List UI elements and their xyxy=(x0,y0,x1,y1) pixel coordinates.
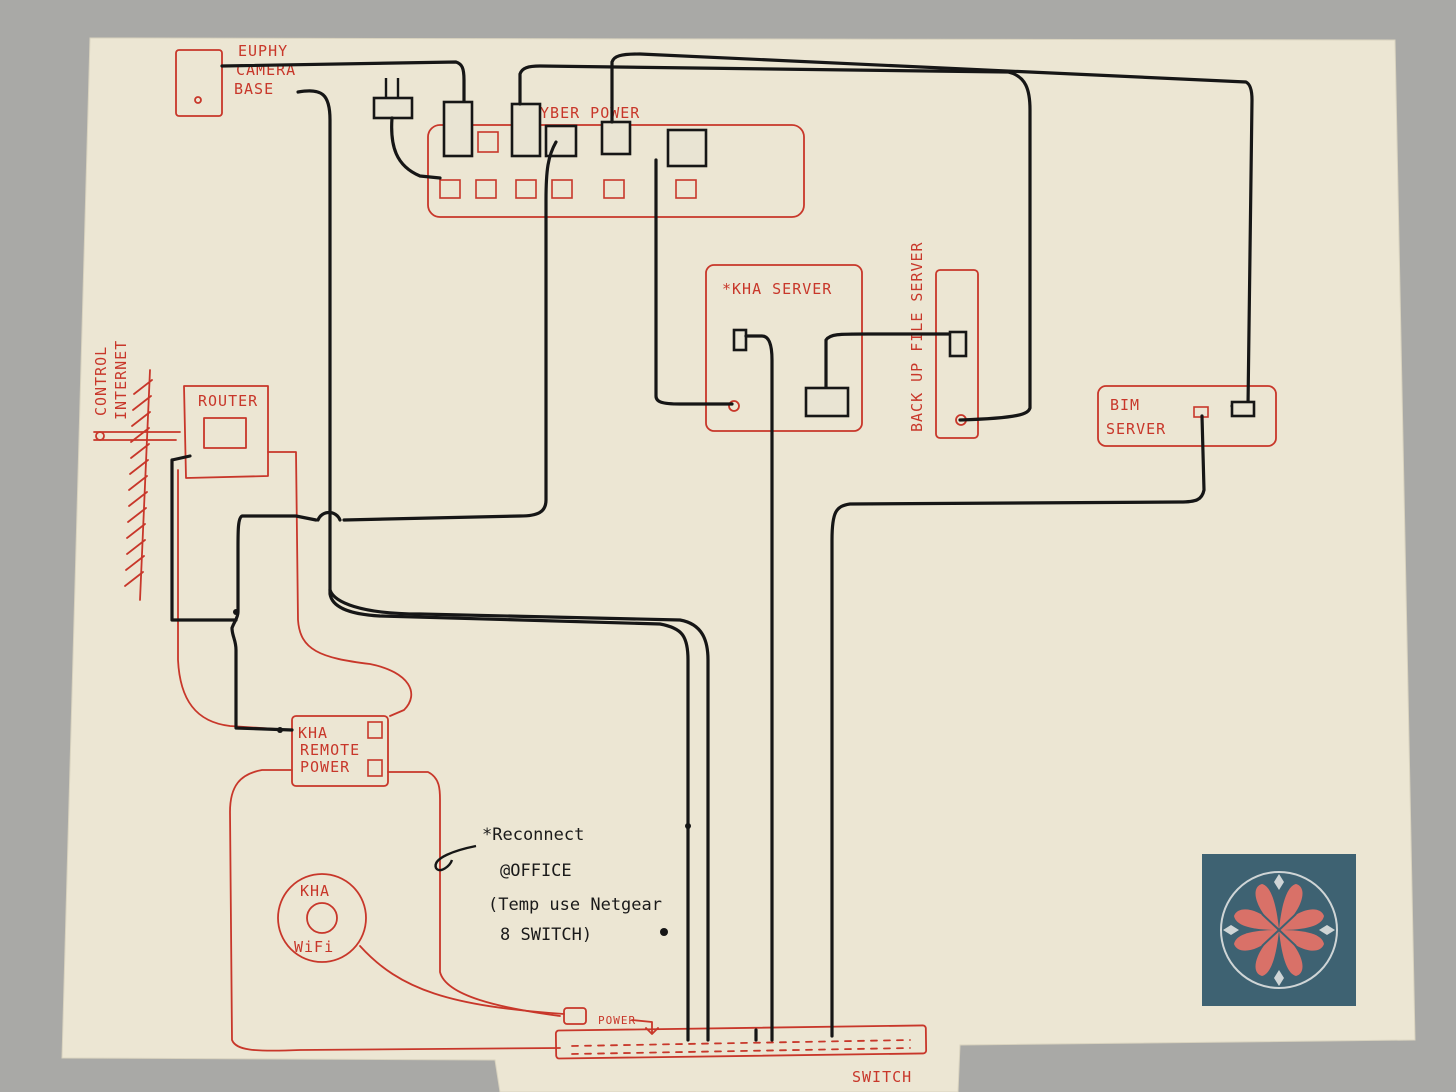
bim-server-label-1: BIM xyxy=(1110,396,1140,414)
router-label: ROUTER xyxy=(198,392,258,410)
backup-server-label: BACK UP FILE SERVER xyxy=(908,241,926,432)
note-line-3: (Temp use Netgear xyxy=(488,895,662,915)
camera-base-label-1: EUPHY xyxy=(238,42,288,60)
camera-base: EUPHY CAMERA BASE xyxy=(175,42,295,117)
wifi-label-2: WiFi xyxy=(294,938,334,956)
backup-file-server: BACK UP FILE SERVER xyxy=(908,241,979,439)
network-switch: SWITCH POWER xyxy=(554,1007,928,1086)
note-line-1: *Reconnect xyxy=(482,825,584,845)
reconnect-note: *Reconnect @OFFICE (Temp use Netgear 8 S… xyxy=(434,825,668,945)
control-internet-wall: CONTROL INTERNET xyxy=(92,340,181,601)
remote-power-label-3: POWER xyxy=(300,758,350,776)
remote-power-label-1: KHA xyxy=(298,724,328,742)
flower-logo-icon xyxy=(1202,854,1356,1006)
note-line-4: 8 SWITCH) xyxy=(500,925,592,945)
kha-remote-power: KHA REMOTE POWER xyxy=(291,715,389,787)
router: ROUTER xyxy=(183,385,269,479)
switch-label: SWITCH xyxy=(852,1068,912,1086)
wifi-label-1: KHA xyxy=(300,882,330,900)
bim-server-label-2: SERVER xyxy=(1106,420,1166,438)
kha-server: *KHA SERVER xyxy=(705,264,863,432)
camera-base-label-3: BASE xyxy=(234,80,274,98)
kha-server-label: *KHA SERVER xyxy=(722,280,832,298)
remote-power-label-2: REMOTE xyxy=(300,741,360,759)
power-cables xyxy=(177,159,657,1052)
power-strip-label: CYBER POWER xyxy=(530,104,640,122)
switch-power-label: POWER xyxy=(598,1014,636,1027)
bim-server: BIM SERVER xyxy=(1097,385,1277,447)
kha-wifi: KHA WiFi xyxy=(277,873,367,963)
internet-label: INTERNET xyxy=(112,340,130,420)
data-cables xyxy=(170,52,1256,1042)
paper-sheet xyxy=(61,37,1416,1092)
control-label: CONTROL xyxy=(92,346,110,416)
note-line-2: @OFFICE xyxy=(500,861,572,881)
